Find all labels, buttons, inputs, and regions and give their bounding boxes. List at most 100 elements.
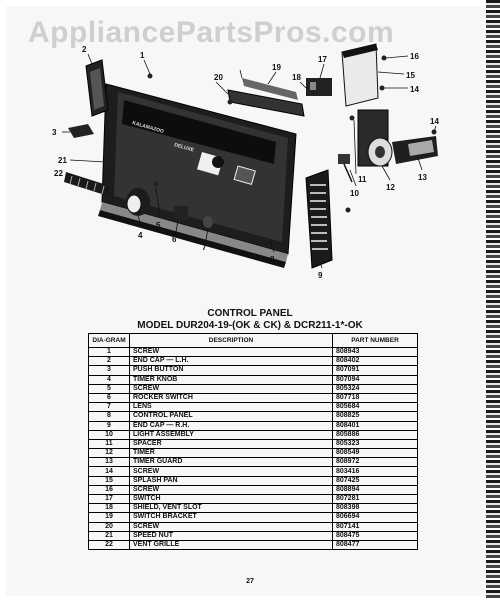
- row-diagram-number: 21: [88, 530, 130, 541]
- row-part-number: 805886: [332, 429, 418, 440]
- row-part-number: 805323: [332, 438, 418, 450]
- callout-16: 16: [410, 52, 419, 61]
- splash-pan-part: [341, 43, 379, 107]
- row-diagram-number: 11: [88, 438, 130, 450]
- leader-lines: [62, 53, 437, 269]
- callout-11: 11: [358, 175, 367, 184]
- callout-2: 2: [82, 45, 87, 54]
- row-description: SCREW: [129, 346, 333, 358]
- callout-10: 10: [350, 189, 359, 198]
- push-button-part: [68, 124, 94, 138]
- callout-4: 4: [138, 231, 143, 240]
- row-diagram-number: 6: [88, 392, 130, 404]
- row-diagram-number: 16: [88, 484, 130, 496]
- row-description: SWITCH: [129, 493, 333, 505]
- row-part-number: 808401: [332, 420, 418, 431]
- callout-7: 7: [202, 243, 207, 252]
- row-diagram-number: 12: [88, 448, 130, 459]
- header-part-number: PART NUMBER: [332, 333, 418, 348]
- row-description: SWITCH BRACKET: [129, 512, 333, 523]
- callout-17: 17: [318, 55, 327, 64]
- row-part-number: 808943: [332, 346, 418, 358]
- callout-19: 19: [272, 63, 281, 72]
- parts-table-header: DIA-GRAM DESCRIPTION PART NUMBER: [88, 333, 418, 348]
- row-diagram-number: 2: [88, 356, 130, 367]
- switch-bracket-part: [227, 78, 305, 117]
- row-description: END CAP — L.H.: [129, 356, 333, 367]
- section-title: CONTROL PANEL: [207, 308, 293, 319]
- switch-part: [306, 78, 332, 96]
- row-description: TIMER: [129, 448, 333, 459]
- row-part-number: 808477: [332, 539, 418, 551]
- timer-knob-part: [126, 188, 150, 216]
- control-panel-part: KALAMAZOO DELUXE: [98, 83, 297, 268]
- row-description: SPACER: [129, 438, 333, 450]
- row-diagram-number: 18: [88, 503, 130, 514]
- row-description: SHIELD, VENT SLOT: [129, 503, 333, 514]
- row-diagram-number: 14: [88, 466, 130, 477]
- row-part-number: 805684: [332, 402, 418, 413]
- row-description: LIGHT ASSEMBLY: [129, 429, 333, 440]
- timer-guard-part: [392, 136, 438, 164]
- row-part-number: 805324: [332, 383, 418, 394]
- row-diagram-number: 19: [88, 512, 130, 523]
- row-description: ROCKER SWITCH: [129, 392, 333, 404]
- lens-part: [203, 216, 213, 228]
- row-part-number: 807094: [332, 374, 418, 385]
- row-part-number: 807718: [332, 392, 418, 404]
- header-diagram: DIA-GRAM: [88, 333, 130, 348]
- row-part-number: 808972: [332, 457, 418, 468]
- row-part-number: 803416: [332, 466, 418, 477]
- row-diagram-number: 22: [88, 539, 130, 551]
- row-description: TIMER GUARD: [129, 457, 333, 468]
- callout-13: 13: [418, 173, 427, 182]
- callout-3: 3: [52, 128, 57, 137]
- callout-12: 12: [386, 183, 395, 192]
- timer-part: [357, 109, 393, 167]
- callout-21: 21: [58, 156, 67, 165]
- row-diagram-number: 8: [88, 411, 130, 422]
- screw-parts: [103, 55, 437, 213]
- callout-22: 22: [54, 169, 63, 178]
- row-part-number: 806694: [332, 512, 418, 523]
- row-diagram-number: 4: [88, 374, 130, 385]
- row-description: SCREW: [129, 521, 333, 532]
- row-diagram-number: 13: [88, 457, 130, 468]
- row-diagram-number: 20: [88, 521, 130, 532]
- row-diagram-number: 10: [88, 429, 130, 440]
- callout-20: 20: [214, 73, 223, 82]
- row-part-number: 808402: [332, 356, 418, 367]
- callout-9: 9: [318, 271, 323, 280]
- end-cap-left-part: [85, 59, 109, 117]
- header-description: DESCRIPTION: [129, 333, 333, 348]
- row-diagram-number: 9: [88, 420, 130, 431]
- row-part-number: 808825: [332, 411, 418, 422]
- row-description: SCREW: [129, 466, 333, 477]
- callout-1: 1: [140, 51, 145, 60]
- row-part-number: 808549: [332, 448, 418, 459]
- row-description: LENS: [129, 402, 333, 413]
- model-subtitle: MODEL DUR204-19-(OK & CK) & DCR211-1*-OK: [137, 320, 363, 331]
- row-description: SCREW: [129, 484, 333, 496]
